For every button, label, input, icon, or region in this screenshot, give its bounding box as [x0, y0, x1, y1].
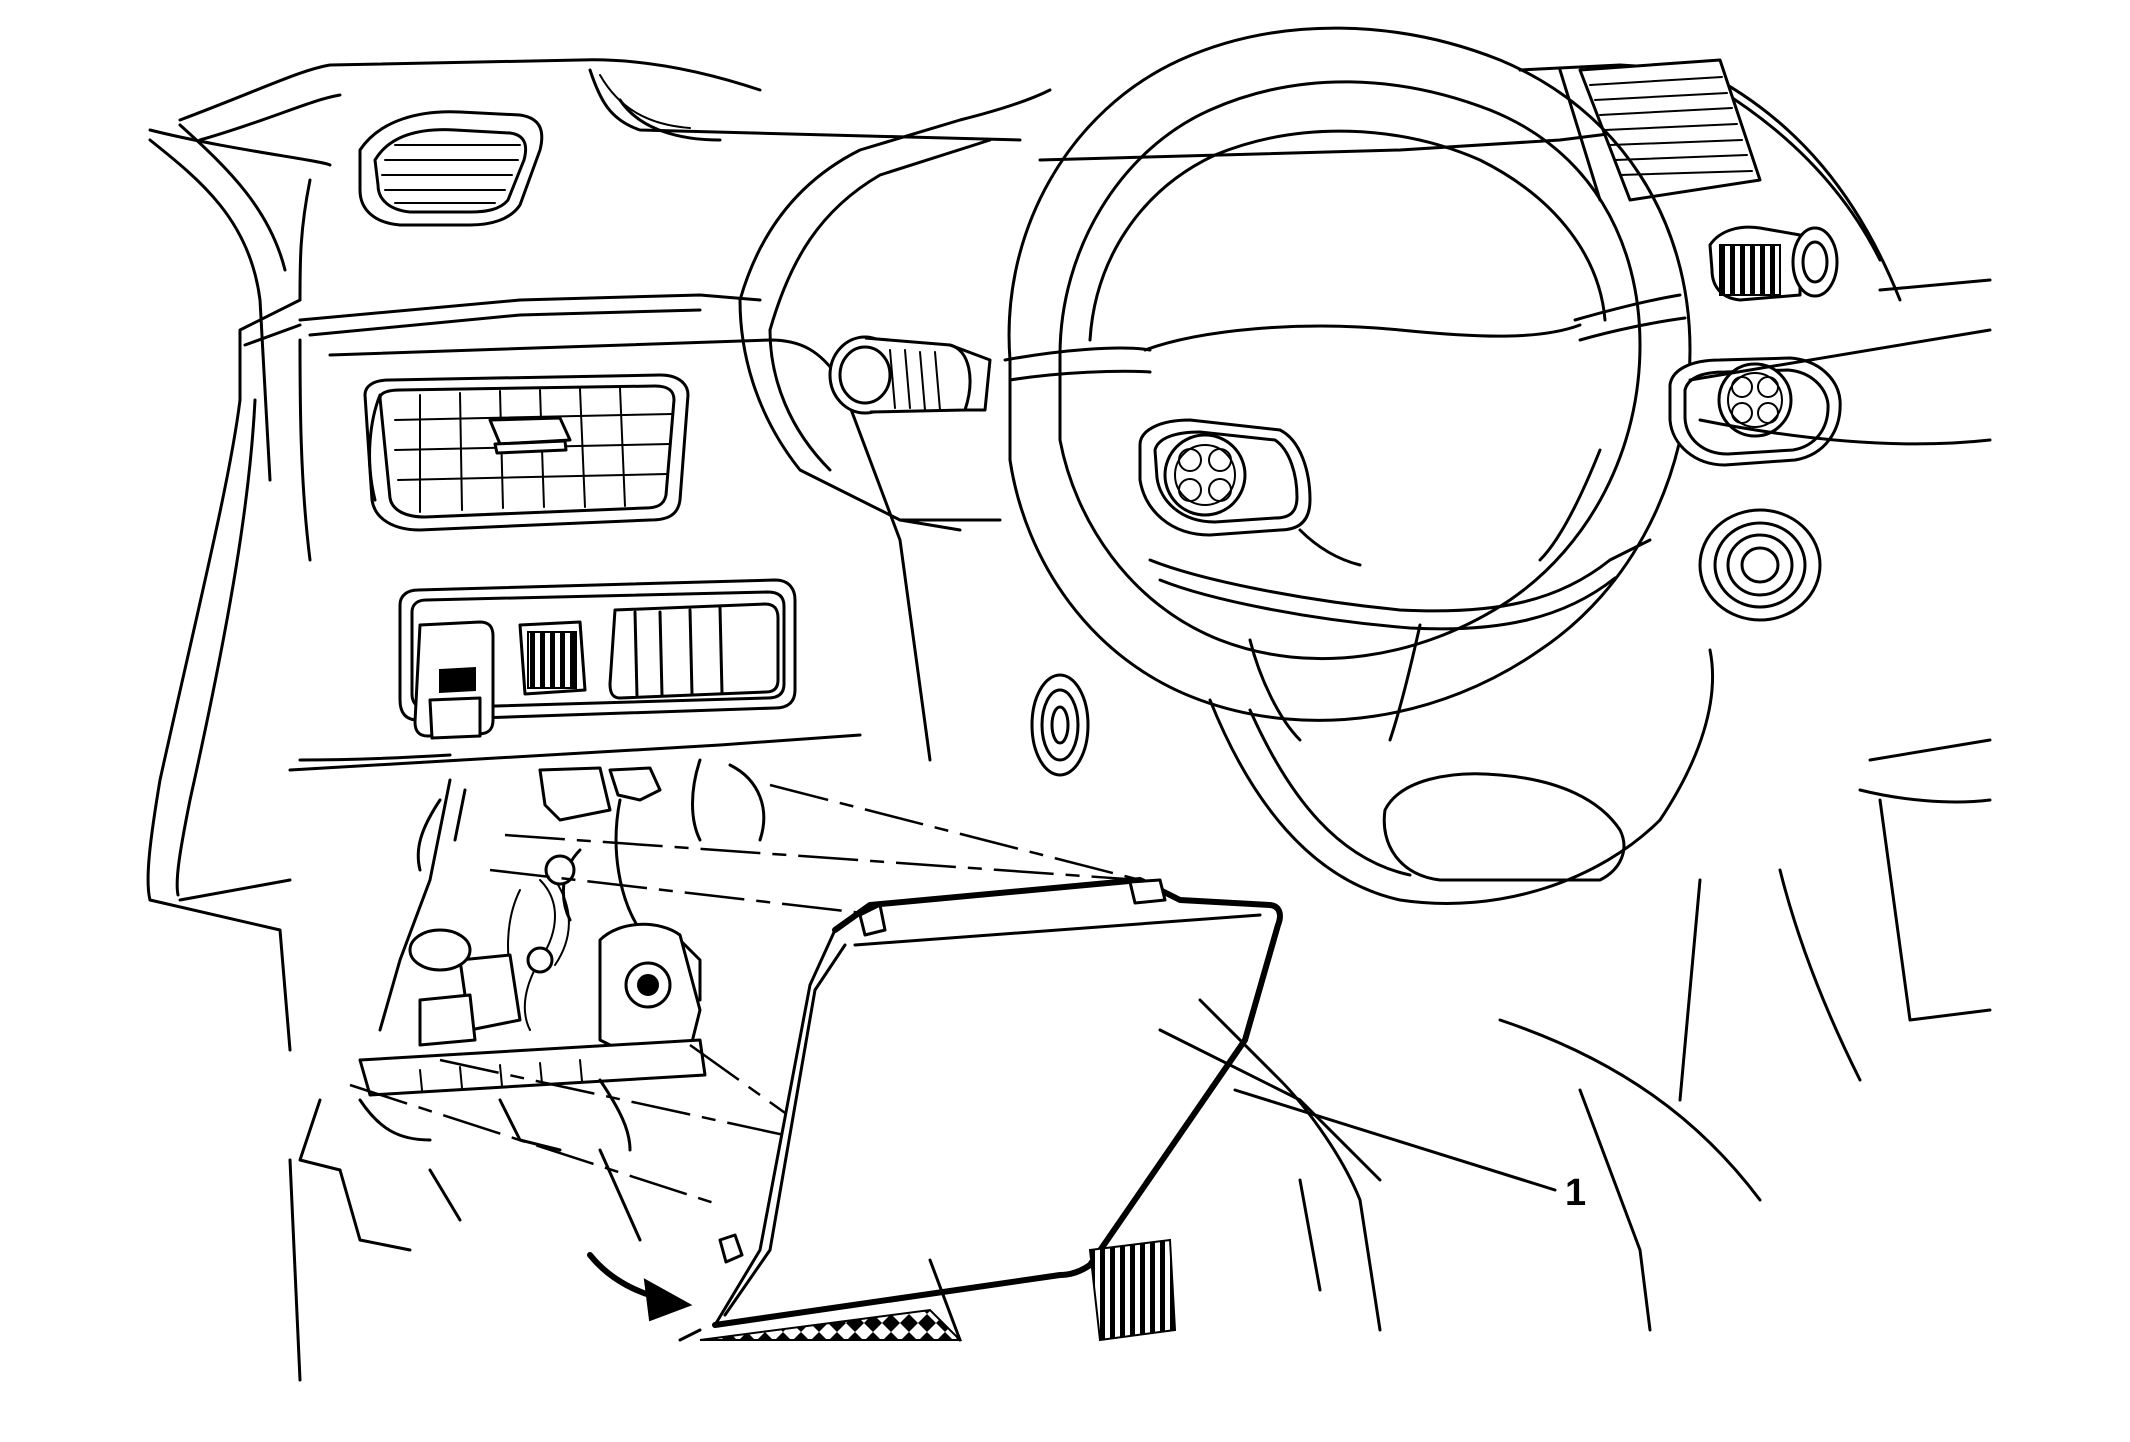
steering-wheel: [1003, 26, 1842, 905]
callout-1: 1: [1233, 1088, 1586, 1214]
right-dash: [1678, 328, 1992, 1102]
knee-bolster-panel: [712, 877, 1283, 1328]
steering-column-shroud: [738, 88, 1052, 532]
brake-pedal: [1088, 1238, 1177, 1342]
dash-left-side: [146, 123, 312, 1052]
right-stalk: [1708, 225, 1839, 302]
dash-lower-edge: [288, 733, 862, 772]
under-dash-cavity: [298, 758, 766, 1172]
ignition-switch: [1698, 508, 1822, 622]
accelerator-pedal: [678, 1258, 963, 1342]
assembly-guide-lines: [349, 783, 1141, 1207]
switch-panel: [398, 578, 797, 740]
upper-right-vent: [1558, 58, 1762, 202]
lower-left-structure: [288, 1148, 642, 1382]
upper-left-vent: [358, 110, 544, 227]
floor-area: [1158, 998, 1762, 1332]
dash-upper-band: [243, 293, 762, 347]
left-stalk: [828, 335, 992, 415]
removal-direction-arrow: [587, 1252, 693, 1322]
center-left-vent: [363, 373, 690, 532]
dashboard-top: [148, 58, 1992, 302]
callout-1-label: 1: [1565, 1172, 1586, 1214]
column-knob-lower: [1030, 673, 1090, 777]
